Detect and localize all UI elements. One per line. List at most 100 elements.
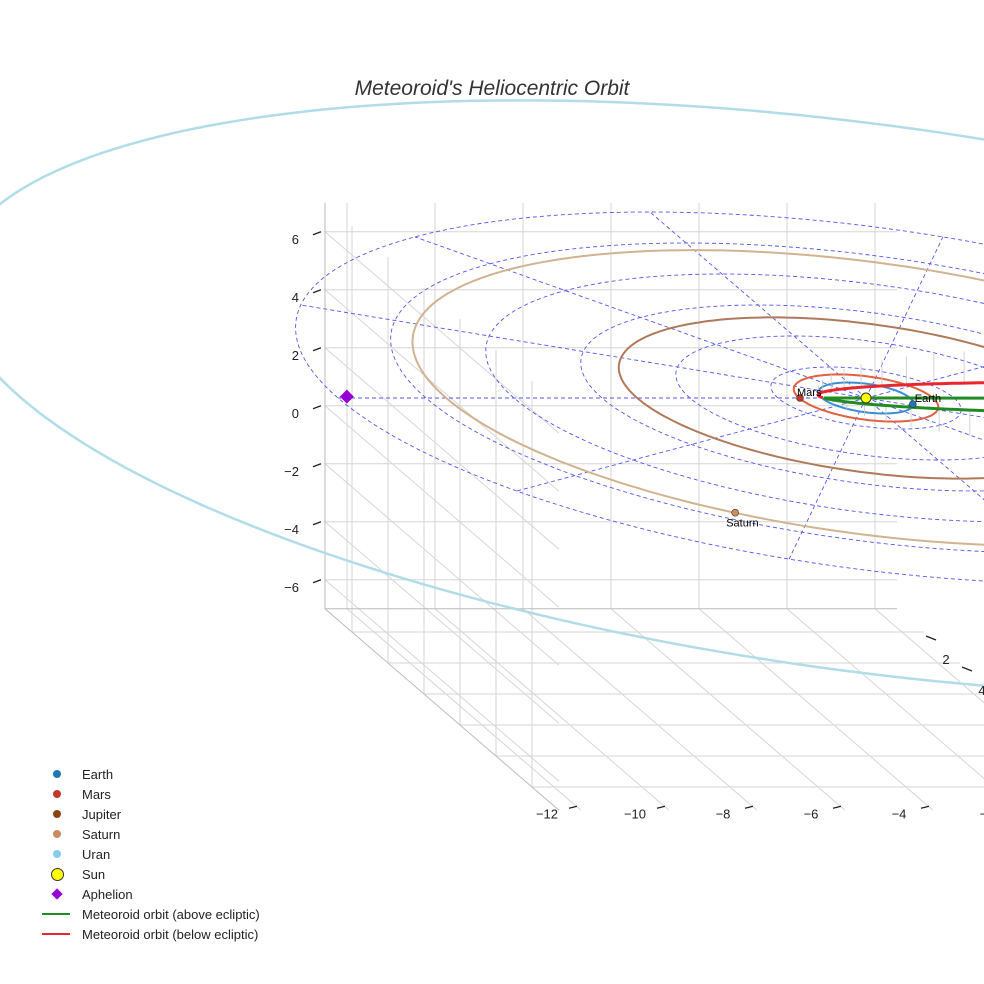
x-tick-label: −6: [804, 806, 819, 821]
z-tick-label: 6: [292, 232, 299, 247]
drop-lines: [818, 351, 971, 436]
ecliptic-spoke: [865, 236, 944, 399]
legend-item[interactable]: Jupiter: [40, 804, 360, 824]
y-tick-label: 2: [942, 652, 949, 667]
z-tick-label: 0: [292, 406, 299, 421]
y-tick-label: 4: [978, 683, 984, 698]
legend-dot-marker: [51, 868, 64, 881]
x-gridline: [434, 202, 670, 811]
z-tick-label: −4: [284, 522, 299, 537]
legend-item[interactable]: Uran: [40, 844, 360, 864]
z-tick: [312, 463, 322, 468]
ecliptic-spoke: [649, 211, 867, 399]
mars-marker: [796, 394, 804, 402]
legend-label: Saturn: [82, 826, 121, 842]
legend-item[interactable]: Aphelion: [40, 884, 360, 904]
meteoroid-orbit-below: [816, 381, 984, 400]
legend-dot-marker: [53, 830, 61, 838]
legend-item[interactable]: Saturn: [40, 824, 360, 844]
aphelion-marker: [339, 389, 354, 404]
uranus-orbit: [0, 99, 984, 687]
ecliptic-spoke: [414, 236, 867, 399]
legend-swatch: [40, 784, 74, 804]
y-gridline: [351, 226, 924, 633]
legend-item[interactable]: Sun: [40, 864, 360, 884]
meteoroid-orbit: [816, 381, 984, 413]
z-tick: [312, 231, 322, 236]
z-tick: [312, 405, 322, 410]
legend-item[interactable]: Meteoroid orbit (above ecliptic): [40, 904, 360, 924]
x-gridline: [346, 202, 582, 811]
legend-dot-marker: [53, 850, 61, 858]
legend-item[interactable]: Earth: [40, 764, 360, 784]
ecliptic-spoke: [300, 304, 867, 399]
back-edge: [324, 202, 560, 811]
legend-dot-marker: [53, 770, 61, 778]
saturn-orbit: [411, 249, 984, 546]
z-tick: [312, 579, 322, 584]
chart-title: Meteoroid's Heliocentric Orbit: [355, 77, 631, 100]
ecliptic-ring: [580, 304, 984, 492]
x-tick: [744, 805, 754, 809]
x-tick-label: −12: [536, 806, 558, 821]
legend-item[interactable]: Mars: [40, 784, 360, 804]
legend-swatch: [40, 884, 74, 904]
mars-label: Mars: [797, 387, 822, 399]
y-tick: [961, 666, 973, 672]
x-gridline: [874, 202, 984, 704]
saturn-marker: [731, 508, 740, 517]
x-gridline: [698, 202, 934, 811]
legend-dot-marker: [53, 810, 61, 818]
saturn-label: Saturn: [726, 518, 758, 530]
x-tick-label: −10: [624, 806, 646, 821]
legend-swatch: [40, 924, 74, 944]
legend-label: Sun: [82, 866, 106, 882]
axis-ticks: −12−10−8−6−4−20246810126420−2−4−6: [284, 231, 984, 821]
earth-marker: [908, 400, 917, 409]
legend-label: Earth: [82, 766, 114, 782]
y-tick: [925, 635, 937, 641]
x-tick: [656, 805, 666, 809]
ecliptic-spoke: [516, 397, 867, 492]
legend-label: Jupiter: [82, 806, 122, 822]
legend-line-marker: [42, 933, 70, 935]
ecliptic-spoke: [865, 397, 984, 441]
legend-label: Aphelion: [82, 886, 133, 902]
legend-label: Mars: [82, 786, 111, 802]
uranus-orbit-group: [0, 99, 984, 687]
z-tick-label: −2: [284, 464, 299, 479]
legend-diamond-marker: [51, 888, 63, 900]
x-tick: [832, 805, 842, 809]
sun-marker: [860, 392, 872, 404]
axes-box: [323, 202, 984, 811]
legend-swatch: [40, 904, 74, 924]
x-gridline: [522, 202, 758, 811]
legend-swatch: [40, 864, 74, 884]
legend-swatch: [40, 824, 74, 844]
z-tick-label: −6: [284, 580, 299, 595]
y-gridline: [531, 381, 984, 788]
legend-item[interactable]: Meteoroid orbit (below ecliptic): [40, 924, 360, 944]
earth-label: Earth: [915, 393, 941, 405]
y-gridline: [387, 257, 960, 664]
legend-swatch: [40, 764, 74, 784]
legend-label: Uran: [82, 846, 111, 862]
ecliptic-spoke: [788, 397, 867, 560]
x-gridline: [786, 202, 984, 780]
legend-label: Meteoroid orbit (above ecliptic): [82, 906, 260, 922]
z-tick: [312, 289, 322, 294]
legend-swatch: [40, 844, 74, 864]
x-tick-label: −4: [892, 806, 907, 821]
x-tick: [568, 805, 578, 809]
jupiter-orbit: [617, 316, 984, 480]
legend-line-marker: [42, 913, 70, 915]
x-gridline: [610, 202, 846, 811]
legend-label: Meteoroid orbit (below ecliptic): [82, 926, 259, 942]
legend-dot-marker: [53, 790, 61, 798]
z-tick: [312, 521, 322, 526]
z-gridline: [323, 579, 897, 782]
z-tick-label: 2: [292, 348, 299, 363]
